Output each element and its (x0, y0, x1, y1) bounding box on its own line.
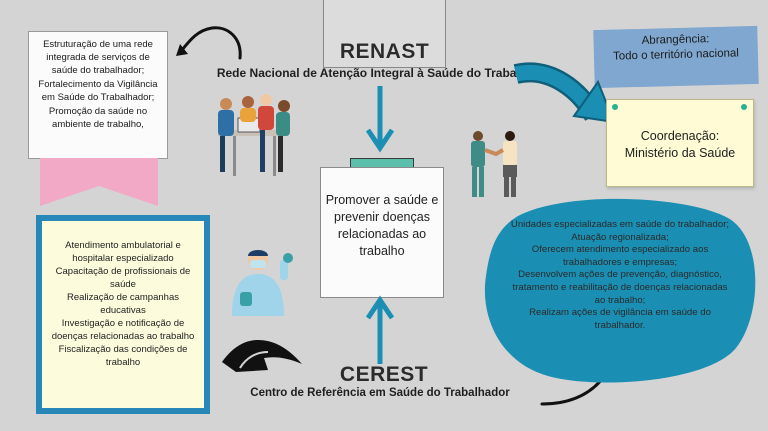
cerest-services-panel: Atendimento ambulatorial e hospitalar es… (36, 215, 210, 414)
up-arrow-icon (365, 295, 395, 364)
team-working-illustration (218, 94, 290, 176)
objective-item: Fortalecimento da Vigilância em Saúde do… (38, 79, 158, 103)
coordenacao-note: Coordenação: Ministério da Saúde (606, 99, 754, 187)
renast-objectives-note: Estruturação de uma rede integrada de se… (28, 31, 168, 159)
cerest-subtitle: Centro de Referência em Saúde do Trabalh… (250, 387, 510, 399)
down-arrow-icon (365, 86, 395, 153)
curved-arrow-icon (222, 340, 302, 372)
curved-arrow-icon (513, 62, 616, 124)
feature-item: Realizam ações de vigilância em saúde do… (529, 307, 711, 331)
renast-goal-card: Promover a saúde e prevenir doenças rela… (320, 167, 444, 298)
cerest-features-blob (484, 198, 756, 383)
feature-item: Oferecem atendimento especializado aos t… (531, 244, 709, 268)
service-item: Capacitação de profissionais de saúde (55, 266, 191, 290)
service-item: Atendimento ambulatorial e hospitalar es… (65, 240, 181, 264)
cerest-title: CEREST (339, 363, 429, 386)
coordenacao-value: Ministério da Saúde (624, 146, 736, 160)
cerest-services-list: Atendimento ambulatorial e hospitalar es… (42, 221, 204, 408)
renast-frame (323, 0, 446, 68)
ribbon-icon (40, 158, 158, 206)
curved-arrow-icon (176, 26, 242, 60)
feature-item: Desenvolvem ações de prevenção, diagnóst… (512, 269, 728, 306)
objective-item: Promoção da saúde no ambiente de trabalh… (48, 106, 148, 130)
goal-text: Promover a saúde e prevenir doenças rela… (325, 193, 439, 258)
feature-item: Unidades especializadas em saúde do trab… (510, 219, 730, 230)
pin-icon (741, 104, 747, 110)
feature-item: Atuação regionalizada; (571, 231, 669, 243)
service-item: Fiscalização das condições de trabalho (58, 344, 188, 368)
renast-subtitle: Rede Nacional de Atenção Integral à Saúd… (216, 66, 554, 80)
objective-item: Estruturação de uma rede integrada de se… (43, 39, 153, 76)
health-worker-illustration (232, 250, 293, 316)
cerest-features-list: Unidades especializadas em saúde do trab… (508, 219, 732, 332)
service-item: Realização de campanhas educativas (67, 292, 179, 316)
coordenacao-title: Coordenação: (640, 129, 720, 143)
service-item: Investigação e notificação de doenças re… (51, 318, 195, 342)
handshake-illustration (471, 131, 517, 197)
renast-title: RENAST (339, 40, 430, 63)
pin-icon (612, 104, 618, 110)
